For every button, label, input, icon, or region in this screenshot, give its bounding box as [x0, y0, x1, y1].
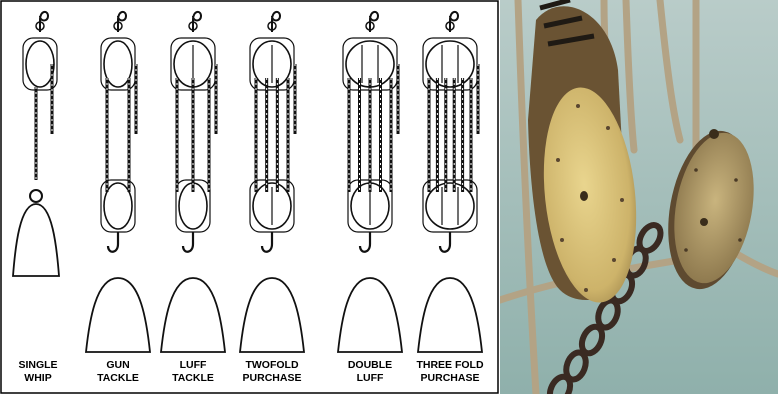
rig-label-4-line1: TWOFOLD: [245, 359, 298, 371]
rig-label-2-line1: GUN: [106, 359, 129, 371]
tackle-diagram: SINGLE WHIP GUN TACKLE LUFF TACKLE TWOFO…: [0, 0, 500, 394]
rig-label-2-line2: TACKLE: [97, 372, 139, 384]
rig-label-6-line1: THREE FOLD: [416, 359, 483, 371]
rig-label-5-line1: DOUBLE: [348, 359, 392, 371]
rig-label-4-line2: PURCHASE: [243, 372, 302, 384]
rig-label-1-line1: SINGLE: [18, 359, 57, 371]
pulley-block-photo-svg: [500, 0, 778, 394]
rig-label-1-line2: WHIP: [24, 372, 51, 384]
rig-label-3-line2: TACKLE: [172, 372, 214, 384]
pulley-block-photo: [500, 0, 778, 394]
rig-label-3-line1: LUFF: [180, 359, 207, 371]
rig-5: [338, 12, 402, 352]
rig-label-6-line2: PURCHASE: [421, 372, 480, 384]
tackle-diagram-svg: SINGLE WHIP GUN TACKLE LUFF TACKLE TWOFO…: [0, 0, 500, 394]
rig-label-5-line2: LUFF: [357, 372, 384, 384]
